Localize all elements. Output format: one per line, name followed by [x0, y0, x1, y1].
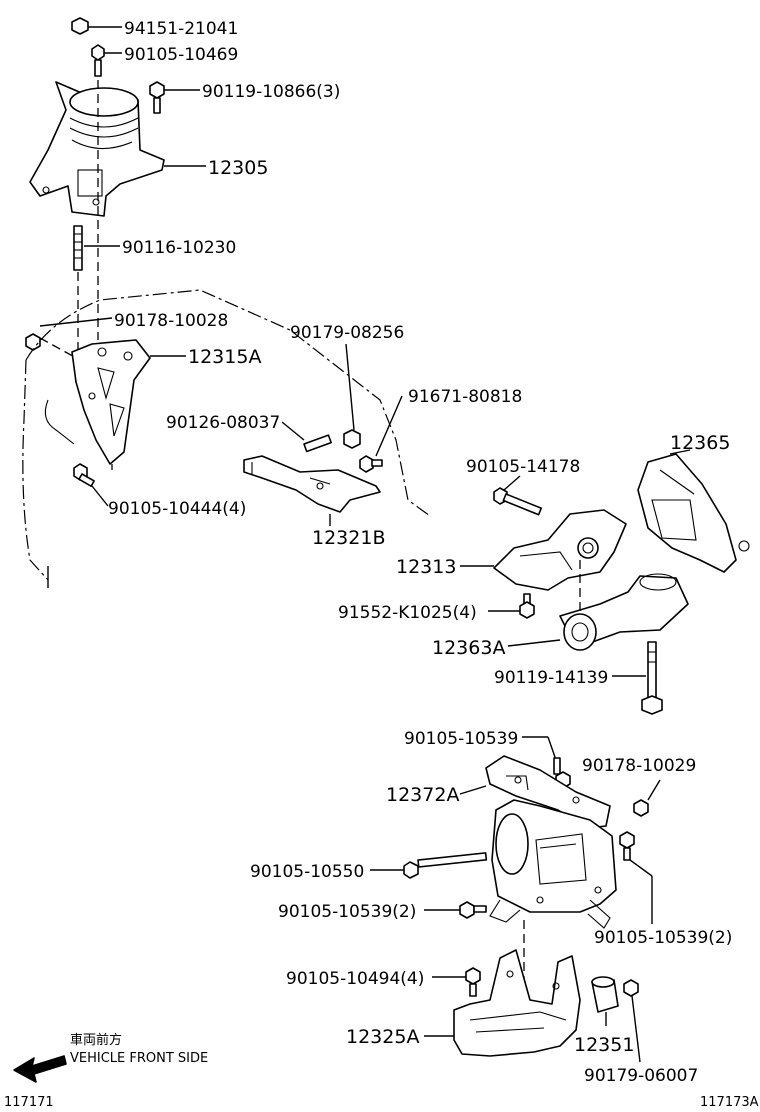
bracket-12313	[460, 509, 627, 591]
bracket-12372A	[459, 755, 611, 829]
front-label-english: VEHICLE FRONT SIDE	[70, 1051, 208, 1066]
bracket-12315A	[71, 339, 186, 465]
label-90105-10539-2-left: 90105-10539(2)	[278, 902, 416, 922]
label-90119-14139: 90119-14139	[494, 668, 608, 688]
bolt-90105-10494	[432, 967, 481, 997]
bolt-90105-10539-right	[619, 831, 653, 924]
label-90178-10029: 90178-10029	[582, 756, 696, 776]
cover-12365	[637, 449, 750, 573]
label-90126-08037: 90126-08037	[166, 413, 280, 433]
footer-right-code: 117173A	[700, 1095, 759, 1110]
label-90105-10469: 90105-10469	[124, 45, 238, 65]
bolt-90119-14139	[612, 641, 663, 715]
label-12305: 12305	[208, 157, 268, 179]
label-12321B: 12321B	[312, 527, 385, 549]
engine-mount-12305	[29, 81, 206, 217]
bolt-91552-K1025	[488, 593, 535, 619]
mount-body-12372A	[489, 799, 617, 929]
nut-90179-06007	[623, 979, 641, 1063]
stud-90116-10230	[73, 225, 120, 271]
nut-90178-10028	[25, 317, 113, 361]
mount-12363A	[507, 560, 689, 651]
bolt-90105-10539-left	[424, 901, 487, 919]
bolt-90105-10469	[91, 44, 122, 77]
bracket-12321B	[243, 455, 381, 526]
label-12325A: 12325A	[346, 1026, 419, 1048]
bolt-90105-10550	[370, 852, 488, 879]
nut-90178-10029	[633, 779, 661, 817]
label-90105-14178: 90105-14178	[466, 457, 580, 477]
label-94151-21041: 94151-21041	[124, 19, 238, 39]
footer-left-code: 117171	[4, 1095, 54, 1110]
stud-90126-08037	[281, 421, 332, 453]
bushing-12351	[591, 976, 619, 1026]
label-12313: 12313	[396, 556, 456, 578]
label-90116-10230: 90116-10230	[122, 238, 236, 258]
vehicle-front-arrow-icon	[13, 1055, 67, 1083]
label-12365: 12365	[670, 432, 730, 454]
label-90119-10866: 90119-10866(3)	[202, 82, 340, 102]
label-90179-08256: 90179-08256	[290, 323, 404, 343]
label-12372A: 12372A	[386, 784, 459, 806]
bolt-90105-10444	[73, 463, 109, 507]
bolt-91671-80818	[359, 395, 403, 473]
label-91671-80818: 91671-80818	[408, 387, 522, 407]
label-90105-10494: 90105-10494(4)	[286, 969, 424, 989]
label-12351: 12351	[574, 1034, 634, 1056]
nut-94151-21041	[71, 17, 122, 35]
bolt-90105-10539-top	[522, 736, 571, 789]
label-90179-06007: 90179-06007	[584, 1066, 698, 1086]
front-label-japanese: 車両前方	[70, 1032, 122, 1048]
label-12315A: 12315A	[188, 346, 261, 368]
label-90105-10550: 90105-10550	[250, 862, 364, 882]
label-91552-K1025: 91552-K1025(4)	[338, 603, 477, 623]
label-90105-10444: 90105-10444(4)	[108, 499, 246, 519]
label-12363A: 12363A	[432, 637, 505, 659]
label-90178-10028: 90178-10028	[114, 311, 228, 331]
nut-90179-08256	[343, 343, 361, 449]
label-90105-10539-2-right: 90105-10539(2)	[594, 928, 732, 948]
bracket-12325A	[424, 949, 581, 1057]
bolt-90119-10866	[149, 81, 200, 114]
bolt-90105-14178	[493, 475, 543, 516]
label-90105-10539: 90105-10539	[404, 729, 518, 749]
